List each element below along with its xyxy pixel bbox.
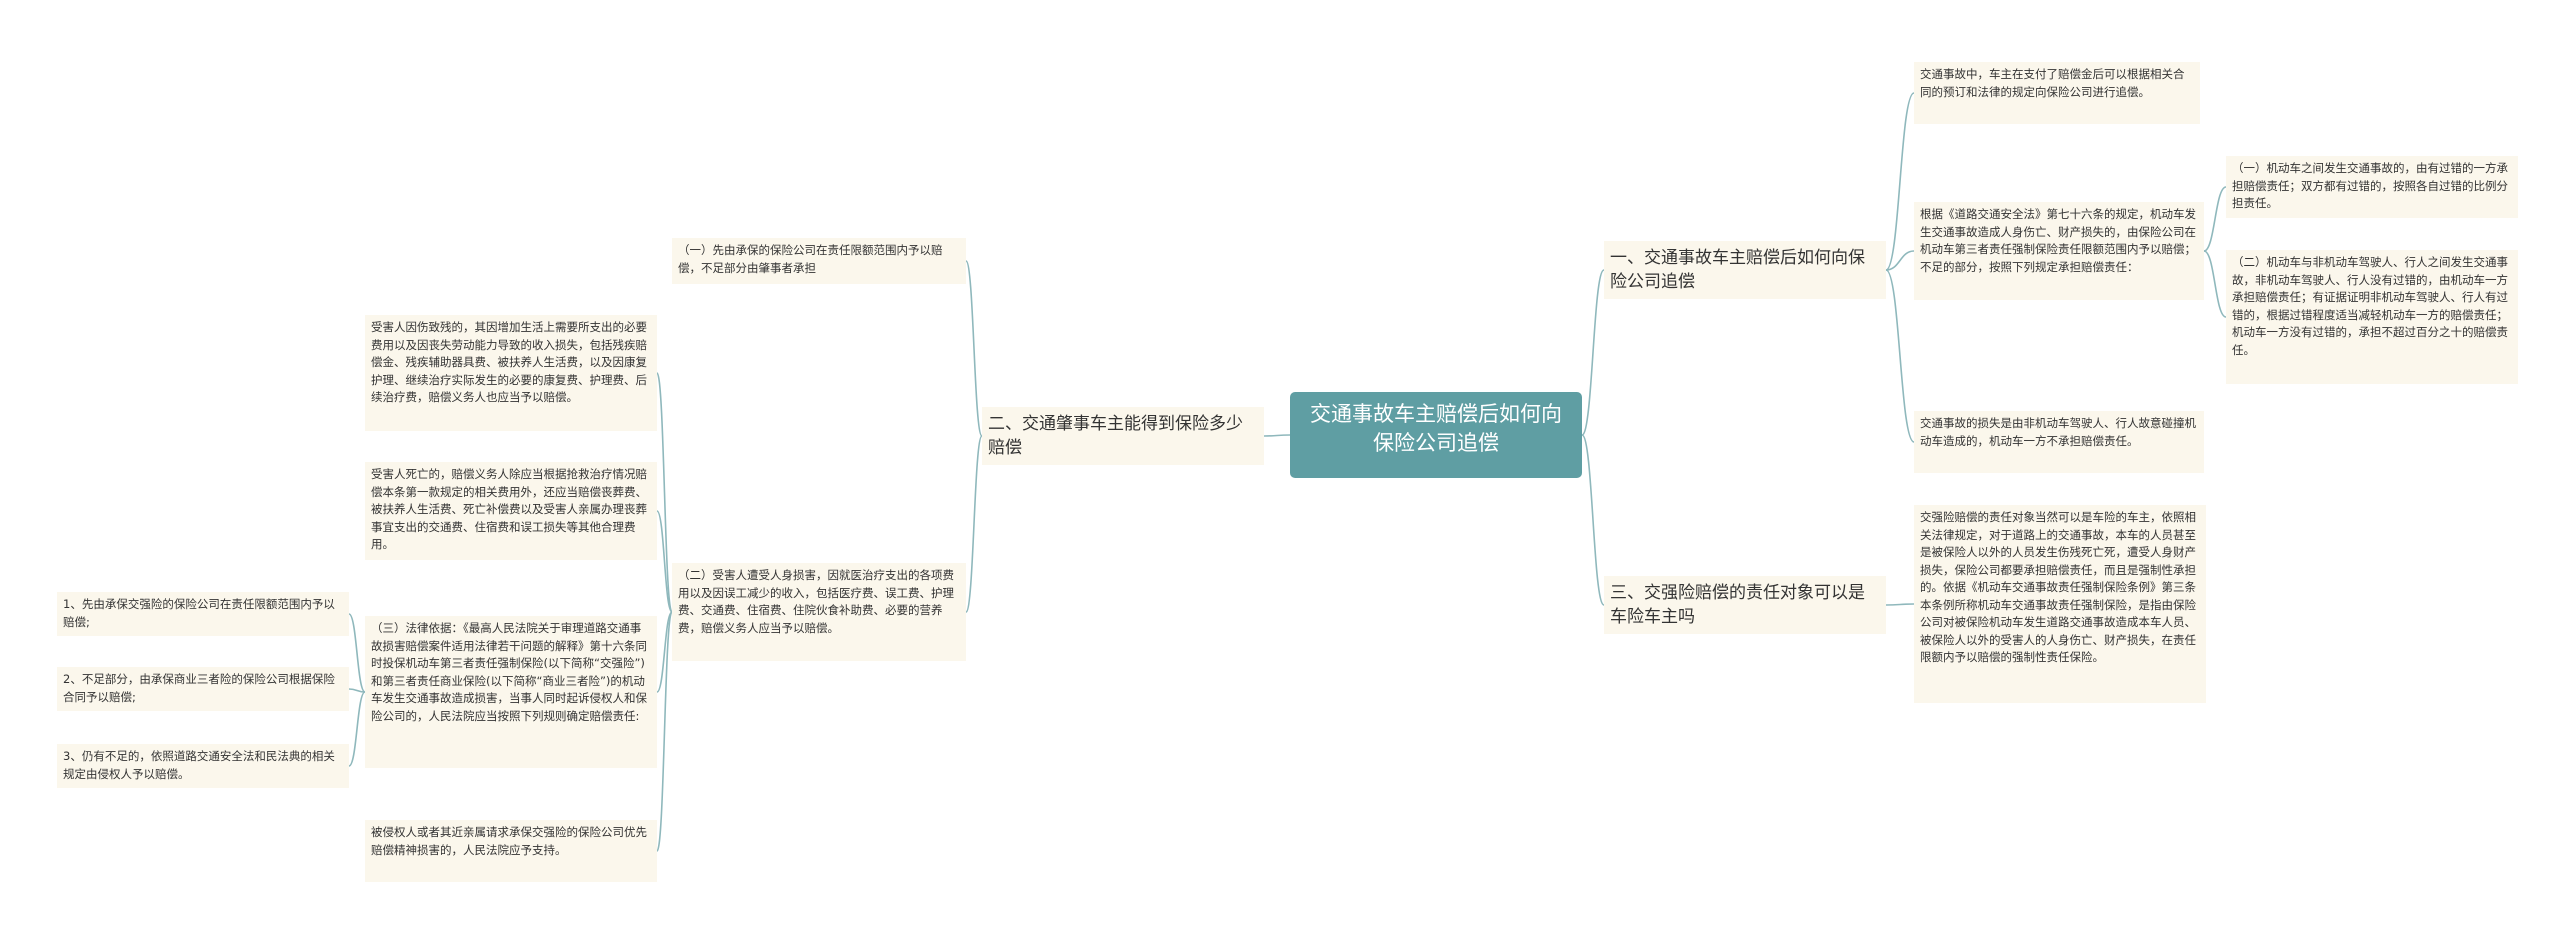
connector-6 — [2203, 186, 2227, 252]
connector-1 — [1581, 269, 1605, 436]
branch-3-detail: 交强险赔偿的责任对象当然可以是车险的车主，依照相关法律规定，对于道路上的交通事故… — [1914, 505, 2206, 703]
legal-rule-three: 3、仍有不足的，依照道路交通安全法和民法典的相关规定由侵权人予以赔偿。 — [57, 744, 349, 788]
branch-1-detail-law: 根据《道路交通安全法》第七十六条的规定，机动车发生交通事故造成人身伤亡、财产损失… — [1914, 202, 2204, 300]
branch-3-topic[interactable]: 三、交强险赔偿的责任对象可以是车险车主吗 — [1604, 576, 1886, 634]
connector-16 — [348, 613, 366, 693]
branch-1-rule-two: （二）机动车与非机动车驾驶人、行人之间发生交通事故，非机动车驾驶人、行人没有过错… — [2226, 250, 2518, 384]
branch-1-detail-exemption: 交通事故的损失是由非机动车驾驶人、行人故意碰撞机动车造成的，机动车一方不承担赔偿… — [1914, 411, 2204, 473]
branch-2-detail-one: （一）先由承保的保险公司在责任限额范围内予以赔偿，不足部分由肇事者承担 — [672, 238, 966, 284]
connector-4 — [1885, 250, 1915, 271]
connector-12 — [656, 372, 673, 613]
connector-17 — [348, 688, 366, 693]
connector-3 — [1885, 92, 1915, 271]
connector-2 — [1581, 434, 1605, 606]
branch-2-topic[interactable]: 二、交通肇事车主能得到保险多少赔偿 — [982, 407, 1264, 465]
branch-1-rule-one: （一）机动车之间发生交通事故的，由有过错的一方承担赔偿责任；双方都有过错的，按照… — [2226, 156, 2518, 218]
connector-15 — [656, 611, 673, 852]
connector-7 — [2203, 250, 2227, 318]
legal-rule-two: 2、不足部分，由承保商业三者险的保险公司根据保险合同予以赔偿; — [57, 667, 349, 711]
branch-2-mental-damages: 被侵权人或者其近亲属请求承保交强险的保险公司优先赔偿精神损害的，人民法院应予支持… — [365, 820, 657, 882]
branch-1-detail-intro: 交通事故中，车主在支付了赔偿金后可以根据相关合同的预订和法律的规定向保险公司进行… — [1914, 62, 2200, 124]
root-topic[interactable]: 交通事故车主赔偿后如何向保险公司追偿 — [1290, 392, 1582, 478]
connector-14 — [656, 611, 673, 693]
legal-rule-one: 1、先由承保交强险的保险公司在责任限额范围内予以赔偿; — [57, 592, 349, 636]
branch-2-legal-basis: （三）法律依据：《最高人民法院关于审理道路交通事故损害赔偿案件适用法律若干问题的… — [365, 616, 657, 768]
connector-11 — [965, 435, 983, 613]
branch-2-disability: 受害人因伤致残的，其因增加生活上需要所支出的必要费用以及因丧失劳动能力导致的收入… — [365, 315, 657, 431]
branch-2-death: 受害人死亡的，赔偿义务人除应当根据抢救治疗情况赔偿本条第一款规定的相关费用外，还… — [365, 462, 657, 560]
connector-8 — [1885, 603, 1915, 606]
branch-1-topic[interactable]: 一、交通事故车主赔偿后如何向保险公司追偿 — [1604, 241, 1886, 299]
connector-18 — [348, 691, 366, 767]
branch-2-detail-two: （二）受害人遭受人身损害，因就医治疗支出的各项费用以及因误工减少的收入，包括医疗… — [672, 563, 966, 661]
connector-10 — [965, 260, 983, 437]
connector-13 — [656, 510, 673, 613]
connector-5 — [1885, 269, 1915, 443]
connector-9 — [1263, 434, 1291, 437]
